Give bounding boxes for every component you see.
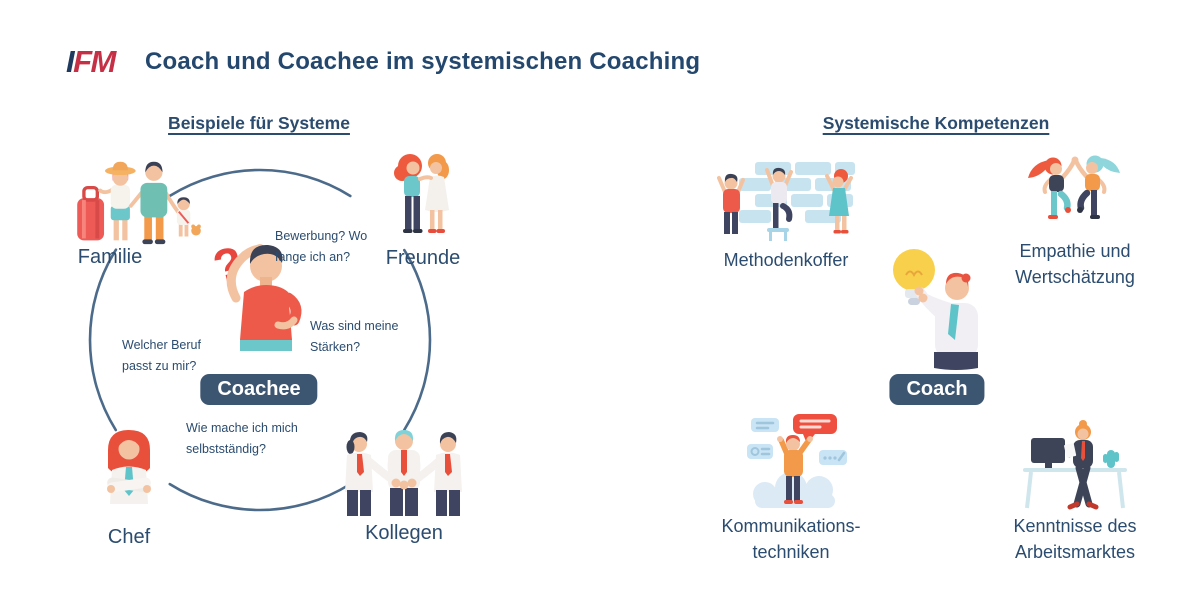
boss-woman-arms-crossed-illustration [107,430,151,504]
competency-label-methodenkoffer: Methodenkoffer [723,250,849,270]
page-title: Coach und Coachee im systemischen Coachi… [145,48,701,75]
left-section-heading: Beispiele für Systeme [168,113,350,133]
colleagues-stacking-hands-illustration [345,430,462,516]
competency-label-kenntnisse: Kenntnisse des Arbeitsmarktes [1013,516,1137,562]
coach-badge: Coach [889,374,985,405]
competency-label-empathie: Empathie und Wertschätzung [1015,241,1135,287]
two-friends-hugging-illustration [394,154,449,233]
coachee-badge: Coachee [200,374,318,405]
family-with-suitcase-illustration [77,161,201,245]
coach-holding-lightbulb-illustration [893,249,978,370]
system-label-kollegen: Kollegen [365,522,443,544]
system-label-familie: Familie [77,246,143,268]
woman-at-desk-with-monitor-illustration [1023,420,1127,510]
system-label-freunde: Freunde [385,247,461,269]
person-with-speech-bubbles-illustration [747,414,847,508]
system-circle-arcs [88,168,432,512]
system-label-chef: Chef [107,526,151,548]
logo-letters-fm: FM [73,44,116,79]
question-beruf: Welcher Beruf passt zu mir? [122,338,201,373]
logo-letter-i: I [66,44,75,79]
confused-man-with-question-mark-illustration: ? [209,236,302,351]
ifm-logo: IFM [66,44,116,80]
question-staerken: Was sind meine Stärken? [310,319,399,354]
two-women-high-five-illustration [1028,155,1120,219]
people-building-brick-wall-illustration [717,162,855,241]
question-bewerbung: Bewerbung? Wo fange ich an? [275,229,368,264]
question-selbststaendig: Wie mache ich mich selbstständig? [186,421,298,456]
right-section-heading: Systemische Kompetenzen [822,113,1050,133]
competency-label-kommunikation: Kommunikations- techniken [721,516,861,562]
